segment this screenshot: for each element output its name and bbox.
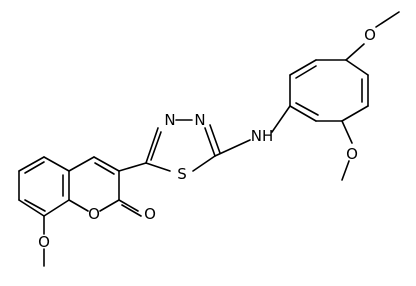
bond bbox=[118, 199, 139, 212]
bond bbox=[145, 127, 159, 164]
bond bbox=[18, 199, 45, 217]
bond bbox=[209, 124, 221, 154]
atom-label-s-ring: S bbox=[177, 165, 187, 183]
atom-label-n-top-left: N bbox=[164, 111, 175, 129]
bond bbox=[94, 162, 115, 175]
atom-label-layer: N N S NH O O O O O bbox=[38, 26, 376, 251]
bond bbox=[145, 162, 171, 172]
atom-label-o-carbonyl: O bbox=[144, 205, 156, 223]
atom-label-nh-linker: NH bbox=[251, 127, 274, 145]
atom-label-n-top-right: N bbox=[194, 111, 205, 129]
atom-label-o-ring: O bbox=[88, 205, 100, 223]
bond bbox=[341, 160, 350, 181]
bond bbox=[99, 199, 120, 212]
bond bbox=[18, 156, 45, 172]
bond bbox=[121, 204, 142, 217]
bond bbox=[271, 105, 291, 133]
bond bbox=[345, 59, 369, 76]
bond bbox=[118, 162, 147, 172]
atom-label-o-methoxy-ortho: O bbox=[346, 145, 358, 163]
atom-label-o-methoxy-chromene: O bbox=[38, 233, 50, 251]
bond bbox=[214, 139, 251, 157]
bond bbox=[341, 120, 353, 144]
bond bbox=[289, 105, 317, 122]
bond bbox=[24, 161, 45, 174]
bond bbox=[150, 131, 162, 161]
bond bbox=[295, 65, 317, 79]
bond bbox=[43, 199, 70, 217]
bond-layer bbox=[18, 11, 400, 267]
bond bbox=[192, 155, 216, 172]
bond bbox=[341, 105, 369, 122]
bond bbox=[345, 43, 365, 61]
bond bbox=[24, 199, 46, 212]
bond bbox=[68, 199, 89, 212]
bond bbox=[375, 11, 400, 28]
bond bbox=[43, 156, 70, 172]
bond bbox=[295, 102, 319, 116]
bond bbox=[68, 156, 95, 172]
bond bbox=[289, 59, 317, 76]
atom-label-o-methoxy-para: O bbox=[364, 26, 376, 44]
bond bbox=[93, 156, 120, 172]
bond bbox=[204, 127, 216, 157]
